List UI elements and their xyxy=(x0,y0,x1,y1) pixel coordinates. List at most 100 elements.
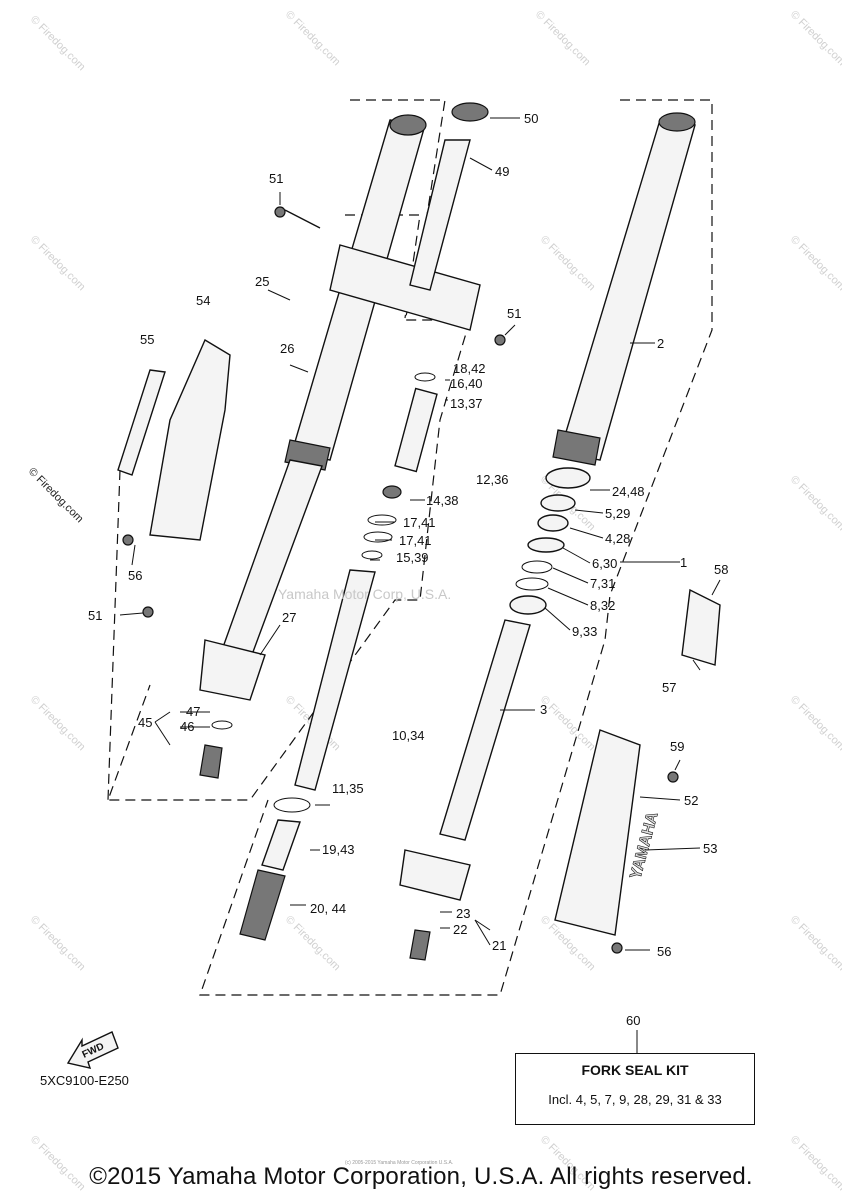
callout-46: 46 xyxy=(180,719,194,734)
clip-5 xyxy=(540,494,576,512)
callout-12-36: 12,36 xyxy=(476,472,509,487)
callout-60: 60 xyxy=(626,1013,641,1028)
collar-4 xyxy=(537,514,569,532)
fork-seal-kit-box: FORK SEAL KIT Incl. 4, 5, 7, 9, 28, 29, … xyxy=(515,1053,755,1125)
callout-21: 21 xyxy=(492,938,506,953)
bolt-51-head xyxy=(274,206,286,218)
kit-includes: Incl. 4, 5, 7, 9, 28, 29, 31 & 33 xyxy=(548,1092,722,1107)
watermark-text: © Firedog.com xyxy=(788,474,842,534)
callout-22: 22 xyxy=(453,922,467,937)
kit-title: FORK SEAL KIT xyxy=(581,1062,689,1078)
bolt-45 xyxy=(199,744,223,779)
right-inner-tube xyxy=(399,619,531,961)
callout-15-39: 15,39 xyxy=(396,550,429,565)
small-copyright: (c) 2005-2015 Yamaha Motor Corporation U… xyxy=(345,1160,454,1166)
bearing-50 xyxy=(451,102,489,122)
left-tube-top-cap xyxy=(389,114,427,136)
copyright-footer: ©2015 Yamaha Motor Corporation, U.S.A. A… xyxy=(89,1163,753,1190)
callout-47: 47 xyxy=(186,704,200,719)
callout-19-43: 19,43 xyxy=(322,842,355,857)
callout-13-37: 13,37 xyxy=(450,396,483,411)
callout-26: 26 xyxy=(280,341,294,356)
watermark-text: © Firedog.com xyxy=(788,914,842,974)
right-axle-bracket xyxy=(399,849,471,901)
callout-23: 23 xyxy=(456,906,470,921)
dust-seal-24 xyxy=(545,467,591,489)
callout-17-41a: 17,41 xyxy=(403,515,436,530)
watermark-text: © Firedog.com xyxy=(533,9,593,69)
washer-7 xyxy=(521,560,553,574)
callout-25: 25 xyxy=(255,274,269,289)
cartridge-internals xyxy=(239,372,438,941)
oil-seal-6 xyxy=(527,537,565,553)
ring-15 xyxy=(361,550,383,560)
callout-56-left: 56 xyxy=(128,568,142,583)
right-outer-tube xyxy=(552,112,696,466)
drain-bolt-21 xyxy=(409,929,431,961)
yamaha-decal-53: YAMAHA xyxy=(627,810,661,881)
oring-11 xyxy=(273,797,311,813)
guard-54 xyxy=(117,338,231,546)
callout-14-38: 14,38 xyxy=(426,493,459,508)
ring-17a xyxy=(367,514,397,526)
right-tube-top-cap xyxy=(658,112,696,132)
callout-54: 54 xyxy=(196,293,210,308)
watermark-text: © Firedog.com xyxy=(283,914,343,974)
left-axle-bracket xyxy=(199,639,266,701)
callout-6-30: 6,30 xyxy=(592,556,617,571)
callout-27: 27 xyxy=(282,610,296,625)
seal-stack xyxy=(509,467,591,615)
guard-57-58 xyxy=(681,588,721,666)
spring-20 xyxy=(239,869,286,941)
part-14 xyxy=(382,485,402,499)
callout-9-33: 9,33 xyxy=(572,624,597,639)
ring-17b xyxy=(363,531,393,543)
callout-52: 52 xyxy=(684,793,698,808)
callout-3: 3 xyxy=(540,702,547,717)
callout-59: 59 xyxy=(670,739,684,754)
watermark-text: © Firedog.com xyxy=(788,234,842,294)
watermark-text: © Firedog.com xyxy=(28,914,88,974)
left-outline-edge xyxy=(107,469,121,801)
callout-56-right: 56 xyxy=(657,944,671,959)
washer-46 xyxy=(211,720,233,730)
callout-49: 49 xyxy=(495,164,509,179)
callout-55: 55 xyxy=(140,332,154,347)
left-inner-tube xyxy=(221,459,323,661)
callout-45: 45 xyxy=(138,715,152,730)
callout-5-29: 5,29 xyxy=(605,506,630,521)
oring-16 xyxy=(414,372,436,382)
callout-1: 1 xyxy=(680,555,687,570)
left-outer-tube xyxy=(199,114,427,701)
watermark-text: © Firedog.com xyxy=(28,234,88,294)
callout-51-left: 51 xyxy=(88,608,102,623)
callout-20-44: 20, 44 xyxy=(310,901,346,916)
right-guards: YAMAHA xyxy=(554,588,721,954)
steering-stem xyxy=(409,139,471,291)
callout-53: 53 xyxy=(703,841,717,856)
fwd-arrow-icon: FWD xyxy=(66,1031,119,1069)
callout-57: 57 xyxy=(662,680,676,695)
left-fork-group-outline xyxy=(107,99,471,801)
bolt-56-right xyxy=(611,942,623,954)
callout-17-41b: 17,41 xyxy=(399,533,432,548)
damper-rod xyxy=(294,569,376,791)
watermark-text: © Firedog.com xyxy=(28,694,88,754)
callout-11-35: 11,35 xyxy=(332,781,364,796)
callout-16-40: 16,40 xyxy=(450,376,483,391)
bushing-8 xyxy=(515,577,549,591)
callout-51-top: 51 xyxy=(269,171,283,186)
bolt-51-right-head xyxy=(494,334,506,346)
bolt-51-upper xyxy=(284,209,321,229)
upper-bracket xyxy=(274,102,506,346)
leader-lines xyxy=(119,117,721,1053)
right-fork-group-outline xyxy=(199,99,713,996)
callout-8-32: 8,32 xyxy=(590,598,615,613)
diagram-code: 5XC9100-E250 xyxy=(40,1073,129,1088)
label-55 xyxy=(117,369,166,476)
guard-body-54 xyxy=(149,338,231,541)
callout-18-42: 18,42 xyxy=(453,361,486,376)
callout-4-28: 4,28 xyxy=(605,531,630,546)
right-dust-seal-band xyxy=(552,429,601,466)
